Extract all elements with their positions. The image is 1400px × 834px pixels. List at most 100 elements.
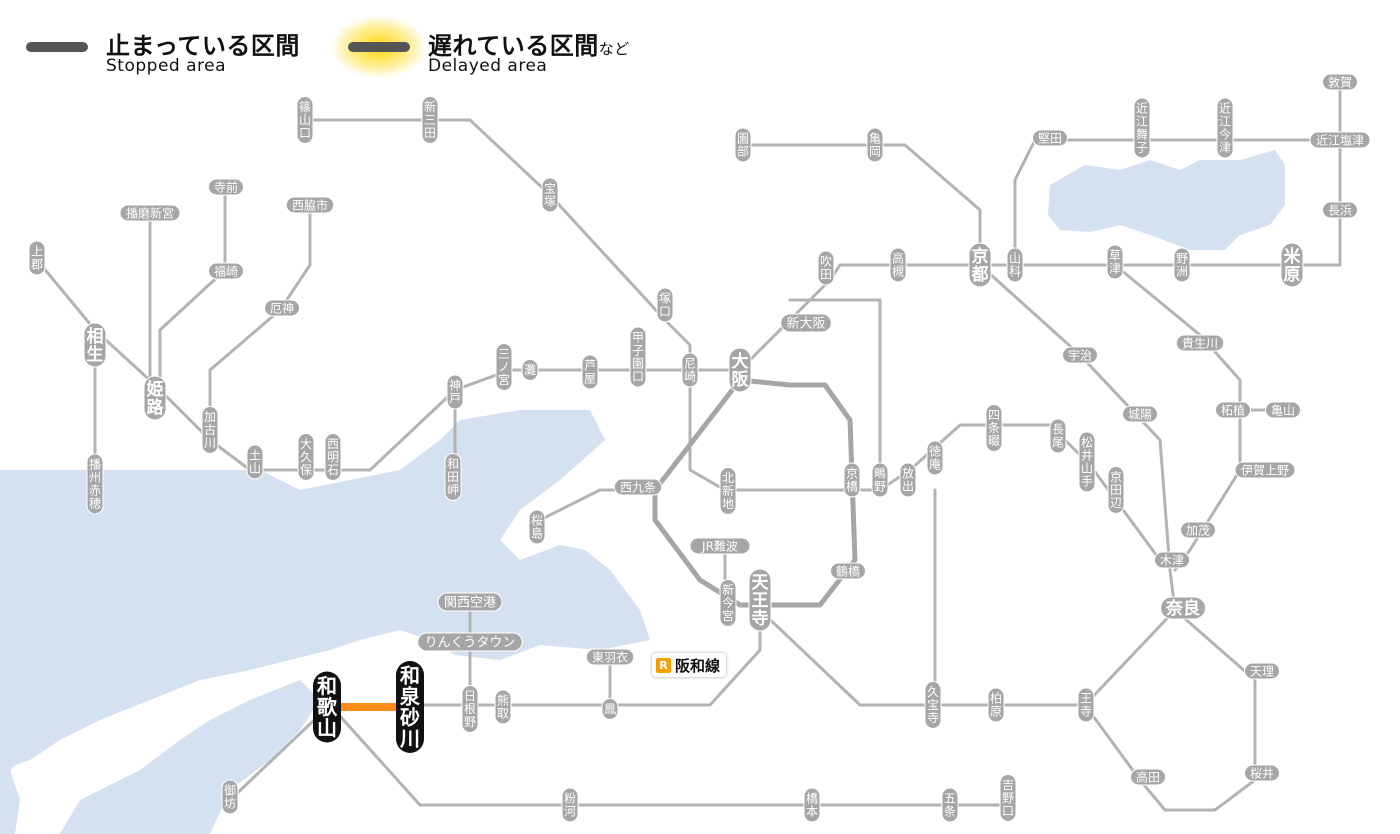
station-kamo[interactable]: 加茂 xyxy=(1180,521,1216,539)
station-matsuiyamate[interactable]: 松井山手 xyxy=(1078,431,1096,493)
station-okubo[interactable]: 大久保 xyxy=(297,433,315,481)
station-ogawa[interactable]: 貴生川 xyxy=(1175,334,1225,352)
station-kitashinchi[interactable]: 北新地 xyxy=(719,467,737,515)
station-amagasaki[interactable]: 尼崎 xyxy=(681,352,699,388)
station-nagao[interactable]: 長尾 xyxy=(1049,418,1067,454)
station-tenri[interactable]: 天理 xyxy=(1244,662,1280,680)
station-tsuruhashi[interactable]: 鶴橋 xyxy=(830,562,866,580)
station-kyobashi[interactable]: 京橋 xyxy=(843,462,861,498)
station-yakujin[interactable]: 厄神 xyxy=(264,299,300,317)
station-sasayamaguchi[interactable]: 篠山口 xyxy=(296,96,314,144)
station-yamashina[interactable]: 山科 xyxy=(1006,247,1024,283)
osaka-bay-water-2 xyxy=(0,470,230,834)
station-label: 福崎 xyxy=(214,263,238,278)
station-banshuako[interactable]: 播州赤穂 xyxy=(86,453,104,515)
station-marker xyxy=(748,568,772,632)
station-sakurai[interactable]: 桜井 xyxy=(1244,764,1280,782)
station-shigino[interactable]: 鴫野 xyxy=(871,462,889,498)
station-tokuan[interactable]: 徳庵 xyxy=(926,440,944,476)
station-nagahama[interactable]: 長浜 xyxy=(1322,201,1358,219)
station-omiimazu[interactable]: 近江今津 xyxy=(1216,97,1234,159)
station-harimashingu[interactable]: 播磨新宮 xyxy=(119,204,181,222)
station-kobe[interactable]: 神戸 xyxy=(446,374,464,410)
station-kakogawa[interactable]: 加古川 xyxy=(201,406,219,454)
station-kameoka[interactable]: 亀岡 xyxy=(866,127,884,163)
station-joyo[interactable]: 城陽 xyxy=(1122,405,1158,423)
station-otori[interactable]: 鳳 xyxy=(601,698,619,720)
station-tsuruga[interactable]: 敦賀 xyxy=(1322,73,1358,91)
station-shijonawate[interactable]: 四条畷 xyxy=(985,404,1003,452)
station-maibara[interactable]: 米原 xyxy=(1280,242,1304,288)
station-omimaiko[interactable]: 近江舞子 xyxy=(1133,97,1151,159)
station-himeji[interactable]: 姫路 xyxy=(143,375,167,421)
station-marker xyxy=(1322,201,1358,219)
station-kameyama[interactable]: 亀山 xyxy=(1265,401,1301,419)
station-label: 大阪 xyxy=(732,351,749,390)
station-higashihagoromo[interactable]: 東羽衣 xyxy=(585,648,635,666)
station-koshienguchi[interactable]: 甲子園口 xyxy=(629,326,647,388)
station-tsuge[interactable]: 柘植 xyxy=(1215,401,1251,419)
station-shin-imamiya[interactable]: 新今宮 xyxy=(719,579,737,627)
station-kusatsu[interactable]: 草津 xyxy=(1106,244,1124,280)
station-wadamisaki[interactable]: 和田岬 xyxy=(444,453,462,501)
station-sannomiya[interactable]: 三ノ宮 xyxy=(495,343,513,391)
station-marker xyxy=(264,299,300,317)
station-gojo[interactable]: 五条 xyxy=(941,787,959,823)
station-kashiwara[interactable]: 柏原 xyxy=(987,687,1005,723)
station-sakurajima[interactable]: 桜島 xyxy=(528,509,546,545)
station-nishikujo[interactable]: 西九条 xyxy=(613,478,663,496)
station-nishiakashi[interactable]: 西明石 xyxy=(324,433,342,481)
station-omishiotsu[interactable]: 近江塩津 xyxy=(1309,131,1371,149)
station-katata[interactable]: 堅田 xyxy=(1032,129,1068,147)
station-label: 近江今津 xyxy=(1219,102,1231,155)
station-nara[interactable]: 奈良 xyxy=(1160,596,1206,620)
station-gobo[interactable]: 御坊 xyxy=(221,779,239,815)
station-yasu[interactable]: 野洲 xyxy=(1173,247,1191,283)
station-label: 長浜 xyxy=(1328,203,1352,217)
station-tsukaguchi[interactable]: 塚口 xyxy=(656,287,674,323)
station-kumatori[interactable]: 熊取 xyxy=(494,689,512,725)
station-marker xyxy=(461,685,479,733)
station-kyoto[interactable]: 京都 xyxy=(968,242,992,288)
station-aioi[interactable]: 相生 xyxy=(83,322,107,368)
station-nada[interactable]: 灘 xyxy=(521,359,539,381)
station-izumisunagawa[interactable]: 和泉砂川 xyxy=(396,661,424,753)
station-teramae[interactable]: 寺前 xyxy=(208,178,244,196)
station-sonobe[interactable]: 園部 xyxy=(734,127,752,163)
station-tennoji[interactable]: 天王寺 xyxy=(748,568,772,632)
station-label: 寺前 xyxy=(214,179,238,194)
station-jr-namba[interactable]: JR難波 xyxy=(689,537,751,555)
station-kamigori[interactable]: 上郡 xyxy=(28,240,46,276)
station-nishiwakishi[interactable]: 西脇市 xyxy=(285,196,335,214)
station-takada[interactable]: 高田 xyxy=(1130,768,1166,786)
station-kyuhoji[interactable]: 久宝寺 xyxy=(924,681,942,729)
station-shinsanda[interactable]: 新三田 xyxy=(421,96,439,144)
station-wakayama[interactable]: 和歌山 xyxy=(313,671,341,743)
station-shinosaka[interactable]: 新大阪 xyxy=(780,313,832,333)
station-takatsuki[interactable]: 高槻 xyxy=(889,247,907,283)
station-suita[interactable]: 吹田 xyxy=(817,250,835,286)
station-fukusaki[interactable]: 福崎 xyxy=(208,262,244,280)
station-hanaten[interactable]: 放出 xyxy=(899,462,917,498)
station-kokawa[interactable]: 粉河 xyxy=(561,787,579,823)
station-marker xyxy=(324,433,342,481)
station-marker xyxy=(968,242,992,288)
station-yoshinoguchi[interactable]: 吉野口 xyxy=(999,774,1017,822)
station-oji[interactable]: 王寺 xyxy=(1077,687,1095,723)
station-ashiya[interactable]: 芦屋 xyxy=(581,354,599,390)
station-kizu[interactable]: 木津 xyxy=(1154,551,1190,569)
station-kyotanabe[interactable]: 京田辺 xyxy=(1107,466,1125,514)
station-rinku[interactable]: りんくうタウン xyxy=(417,632,523,652)
station-takarazuka[interactable]: 宝塚 xyxy=(541,177,559,213)
station-hineno[interactable]: 日根野 xyxy=(461,685,479,733)
station-iga-ueno[interactable]: 伊賀上野 xyxy=(1234,461,1296,479)
track-kosei xyxy=(1013,138,1342,267)
station-osaka[interactable]: 大阪 xyxy=(728,347,752,393)
station-dobayama[interactable]: 土山 xyxy=(246,444,264,480)
station-uji[interactable]: 宇治 xyxy=(1062,346,1098,364)
station-kansai-airport[interactable]: 関西空港 xyxy=(437,592,503,612)
station-hashimoto[interactable]: 橋本 xyxy=(803,787,821,823)
hanwa-line-badge[interactable]: R 阪和線 xyxy=(652,653,727,677)
